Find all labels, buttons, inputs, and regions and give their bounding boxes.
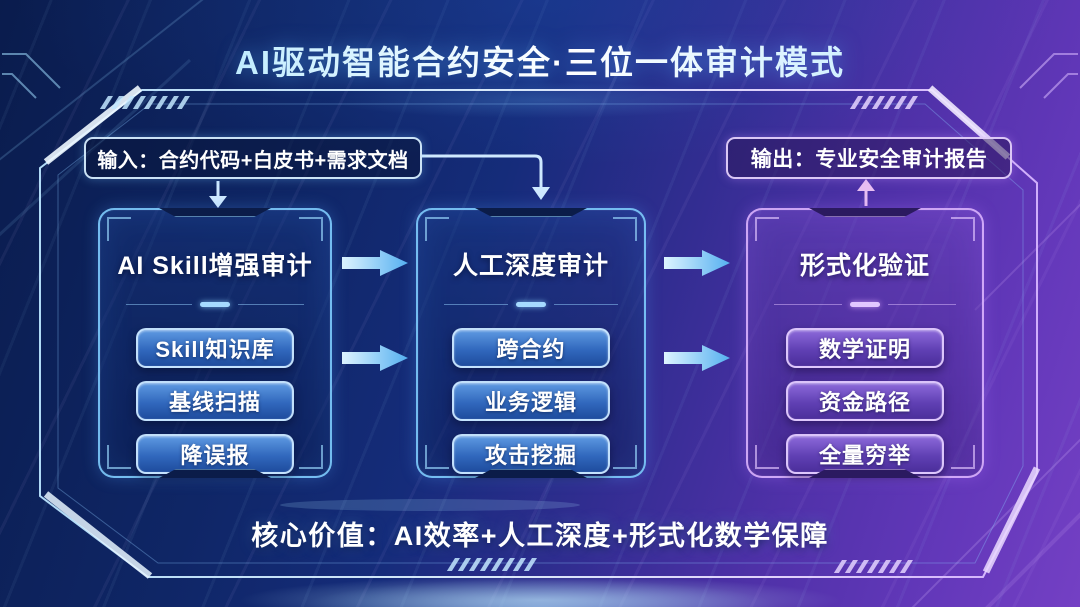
panel-bottom-notch [475,469,587,478]
pill-item: 降误报 [136,434,294,474]
panel-corner-accent [951,217,975,241]
panel-corner-accent [425,445,449,469]
input-box: 输入：合约代码+白皮书+需求文档 [84,137,422,179]
panel-top-notch [159,208,271,217]
panel-title: 人工深度审计 [452,252,609,280]
panel-corner-accent [951,445,975,469]
panel-top-notch [809,208,921,217]
output-box: 输出：专业安全审计报告 [726,137,1012,179]
panel-corner-accent [299,217,323,241]
inner-light-flare [280,499,580,511]
panel-corner-accent [107,217,131,241]
divider-dash [200,302,230,307]
divider-line [126,304,192,305]
pill-item: Skill知识库 [136,328,294,368]
panel-manual-audit: 人工深度审计 跨合约 业务逻辑 攻击挖掘 [416,208,646,478]
panel-title: AI Skill增强审计 [117,252,313,280]
divider-line [444,304,508,305]
divider-line [888,304,956,305]
pill-item: 攻击挖掘 [452,434,610,474]
core-value-statement: 核心价值：AI效率+人工深度+形式化数学保障 [251,521,829,551]
panel-corner-accent [755,217,779,241]
divider-dash [850,302,880,307]
panel-corner-accent [613,445,637,469]
frame-hatch-marks [99,96,918,573]
page-title: AI驱动智能合约安全·三位一体审计模式 [0,36,1080,84]
pill-item: 资金路径 [786,381,944,421]
bottom-light-flare [240,576,840,607]
panel-divider [126,302,304,307]
pill-item: 全量穷举 [786,434,944,474]
input-box-label: 输入：合约代码+白皮书+需求文档 [97,149,409,172]
panel-divider [444,302,618,307]
pill-item: 基线扫描 [136,381,294,421]
panel-ai-skill-audit: AI Skill增强审计 Skill知识库 基线扫描 降误报 [98,208,332,478]
flow-arrow-col1-col2-top [342,250,408,276]
divider-line [238,304,304,305]
panel-bottom-notch [159,469,271,478]
pill-item: 跨合约 [452,328,610,368]
panel-formal-verification: 形式化验证 数学证明 资金路径 全量穷举 [746,208,984,478]
title-side-decoration-left [2,53,61,99]
flow-arrow-col2-col3-bottom [664,345,730,371]
panel-corner-accent [299,445,323,469]
arrow-col3-to-output [857,179,875,206]
divider-line [774,304,842,305]
flow-arrow-col2-col3-top [664,250,730,276]
output-box-label: 输出：专业安全审计报告 [750,148,988,171]
panel-corner-accent [613,217,637,241]
panel-bottom-notch [809,469,921,478]
panel-divider [774,302,956,307]
divider-dash [516,302,546,307]
flow-arrow-col1-col2-bottom [342,345,408,371]
title-side-decoration-right [1019,53,1078,99]
pill-item: 数学证明 [786,328,944,368]
panel-top-notch [475,208,587,217]
panel-corner-accent [425,217,449,241]
panel-corner-accent [107,445,131,469]
arrow-input-to-col2 [421,154,550,200]
arrow-input-to-col1 [209,181,227,208]
pill-item: 业务逻辑 [452,381,610,421]
panel-title: 形式化验证 [799,252,930,280]
divider-line [554,304,618,305]
panel-corner-accent [755,445,779,469]
